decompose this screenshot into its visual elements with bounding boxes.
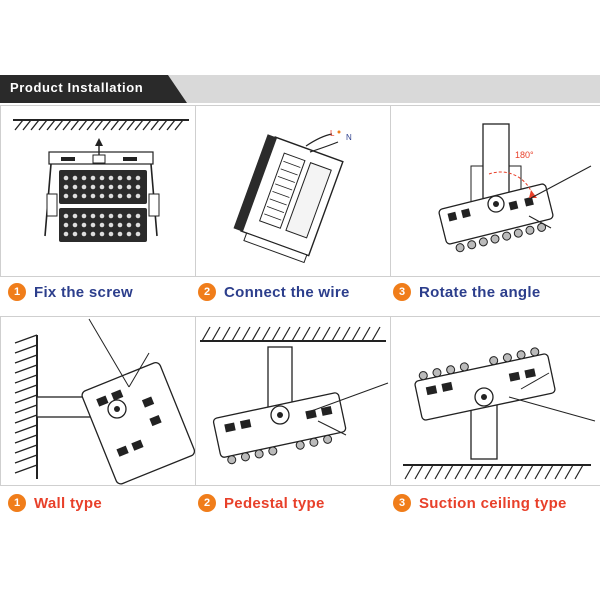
- panel-suction-ceiling: [390, 316, 600, 486]
- panel-connect-wire: L N: [195, 105, 391, 277]
- wall-type-illustration: [14, 318, 195, 485]
- panel-rotate-angle: 180°: [390, 105, 600, 277]
- caption-connect-wire: 2 Connect the wire: [198, 280, 350, 304]
- step-label: Rotate the angle: [419, 283, 541, 301]
- section-title: Product Installation: [10, 80, 144, 95]
- step-number-badge: 2: [198, 283, 216, 301]
- step-label: Pedestal type: [224, 494, 325, 512]
- step-label: Wall type: [34, 494, 102, 512]
- caption-wall-type: 1 Wall type: [8, 491, 102, 515]
- step-number-badge: 1: [8, 283, 26, 301]
- pedestal-type-illustration: [200, 326, 389, 465]
- caption-pedestal-type: 2 Pedestal type: [198, 491, 325, 515]
- rotate-angle-illustration: 180°: [438, 123, 592, 253]
- panel-fix-screw: [0, 105, 196, 277]
- connect-wire-illustration: L N: [233, 129, 352, 264]
- step-label: Suction ceiling type: [419, 494, 567, 512]
- step-label: Fix the screw: [34, 283, 133, 301]
- caption-suction-ceiling: 3 Suction ceiling type: [393, 491, 567, 515]
- step-number-badge: 3: [393, 283, 411, 301]
- caption-fix-screw: 1 Fix the screw: [8, 280, 133, 304]
- wire-l-label: L: [330, 129, 335, 138]
- suction-ceiling-illustration: [403, 347, 596, 480]
- step-number-badge: 1: [8, 494, 26, 512]
- panel-wall-type: [0, 316, 196, 486]
- caption-rotate-angle: 3 Rotate the angle: [393, 280, 540, 304]
- step-label: Connect the wire: [224, 283, 350, 301]
- panel-pedestal-type: [195, 316, 391, 486]
- header-tab: [0, 75, 187, 103]
- step-number-badge: 3: [393, 494, 411, 512]
- angle-label: 180°: [515, 150, 534, 160]
- step-number-badge: 2: [198, 494, 216, 512]
- wire-n-label: N: [346, 133, 352, 142]
- fix-screw-illustration: [13, 119, 189, 242]
